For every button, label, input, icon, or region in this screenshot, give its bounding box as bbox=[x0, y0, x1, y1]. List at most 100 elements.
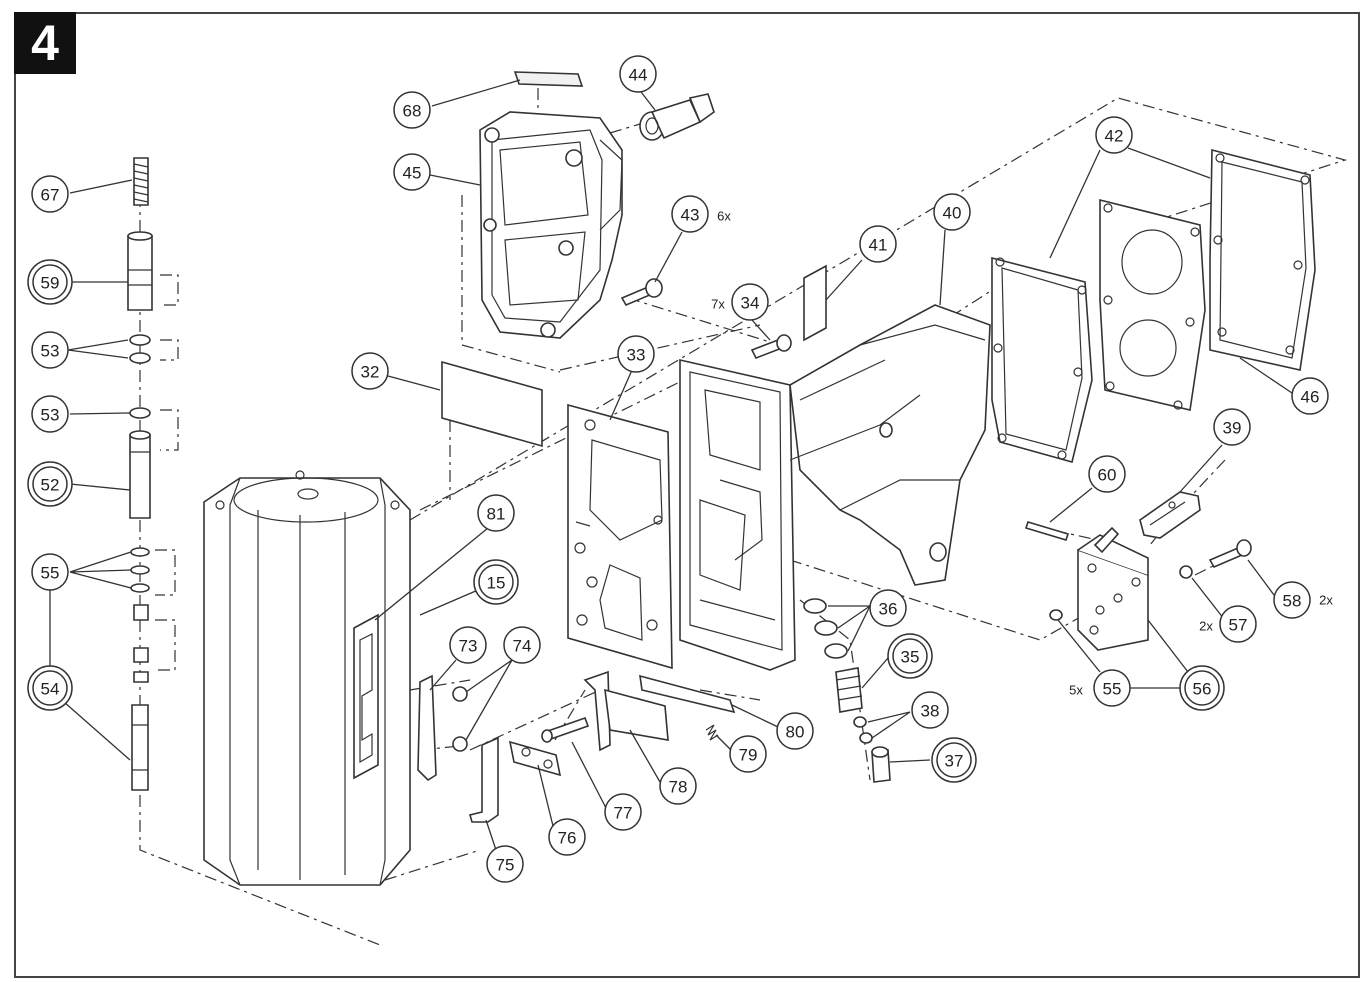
callout-circle bbox=[617, 335, 655, 373]
cylinder-15 bbox=[203, 470, 411, 886]
callout-number: 58 bbox=[1283, 592, 1302, 611]
callout-number: 33 bbox=[627, 346, 646, 365]
trigger-housing-56 bbox=[1077, 526, 1149, 651]
callout-inner-ring bbox=[32, 466, 68, 502]
callout-54: 54 bbox=[27, 665, 73, 711]
callout-number: 45 bbox=[403, 164, 422, 183]
slider-80 bbox=[639, 674, 736, 714]
callout-circle bbox=[869, 589, 907, 627]
callout-55b: 55 5x bbox=[1069, 669, 1131, 707]
slider-78 bbox=[583, 670, 669, 752]
callout-37: 37 bbox=[931, 737, 977, 783]
callout-circle bbox=[351, 352, 389, 390]
callout-number: 44 bbox=[629, 66, 648, 85]
callout-number: 68 bbox=[403, 102, 422, 121]
callout-58: 58 2x bbox=[1273, 581, 1333, 619]
callout-81: 81 bbox=[477, 494, 515, 532]
callout-number: 80 bbox=[786, 723, 805, 742]
callout-36: 36 bbox=[869, 589, 907, 627]
callout-circle bbox=[477, 494, 515, 532]
callout-56: 56 bbox=[1179, 665, 1225, 711]
plug-37 bbox=[871, 746, 891, 783]
callout-number: 79 bbox=[739, 746, 758, 765]
callout-quantity: 2x bbox=[1319, 593, 1333, 608]
callout-inner-ring bbox=[32, 670, 68, 706]
callout-inner-ring bbox=[936, 742, 972, 778]
callout-number: 39 bbox=[1223, 419, 1242, 438]
callout-60: 60 bbox=[1088, 455, 1126, 493]
callout-quantity: 5x bbox=[1069, 683, 1083, 698]
callout-circle bbox=[659, 767, 697, 805]
callout-44: 44 bbox=[619, 55, 657, 93]
callout-number: 57 bbox=[1229, 616, 1248, 635]
screw-34 bbox=[750, 334, 792, 360]
gasket-plate-33 bbox=[567, 403, 673, 670]
callout-number: 43 bbox=[681, 206, 700, 225]
valve-stem-54 bbox=[131, 604, 149, 791]
callout-57: 57 2x bbox=[1199, 605, 1257, 643]
callout-76: 76 bbox=[548, 818, 586, 856]
callout-79: 79 bbox=[729, 735, 767, 773]
callout-outer-ring bbox=[27, 259, 73, 305]
callout-outer-ring bbox=[27, 665, 73, 711]
callout-circle bbox=[604, 793, 642, 831]
callout-quantity: 2x bbox=[1199, 619, 1213, 634]
callout-number: 77 bbox=[614, 804, 633, 823]
cover-housing-45 bbox=[479, 111, 623, 339]
callout-number: 55 bbox=[41, 564, 60, 583]
callout-42: 42 bbox=[1095, 116, 1133, 154]
callout-39: 39 bbox=[1213, 408, 1251, 446]
callout-number: 55 bbox=[1103, 680, 1122, 699]
gasket-42 bbox=[991, 256, 1093, 463]
diagram-frame bbox=[14, 12, 1360, 978]
nuts-74 bbox=[452, 686, 468, 752]
callout-circle bbox=[776, 712, 814, 750]
callout-35: 35 bbox=[887, 633, 933, 679]
fitting-44 bbox=[639, 93, 715, 141]
callout-33: 33 bbox=[617, 335, 655, 373]
callout-40: 40 bbox=[933, 193, 971, 231]
callout-circle bbox=[1213, 408, 1251, 446]
callout-number: 67 bbox=[41, 186, 60, 205]
callout-circle bbox=[1273, 581, 1311, 619]
callout-circle bbox=[731, 283, 769, 321]
callout-circle bbox=[1291, 377, 1329, 415]
callout-73: 73 bbox=[449, 626, 487, 664]
callout-inner-ring bbox=[1184, 670, 1220, 706]
o-rings-55-stack bbox=[130, 547, 150, 593]
callout-41: 41 bbox=[859, 225, 897, 263]
gasket-81 bbox=[353, 613, 379, 780]
callout-15: 15 bbox=[473, 559, 519, 605]
callout-circle bbox=[671, 195, 709, 233]
callout-80: 80 bbox=[776, 712, 814, 750]
callout-quantity: 6x bbox=[717, 209, 731, 224]
spring-clip-73 bbox=[417, 674, 437, 782]
callout-77: 77 bbox=[604, 793, 642, 831]
callout-circle bbox=[1093, 669, 1131, 707]
callout-number: 81 bbox=[487, 505, 506, 524]
callout-59: 59 bbox=[27, 259, 73, 305]
gasket-46 bbox=[1209, 148, 1316, 371]
callout-number: 41 bbox=[869, 236, 888, 255]
callout-75: 75 bbox=[486, 845, 524, 883]
callout-number: 59 bbox=[41, 274, 60, 293]
callout-quantity: 7x bbox=[711, 297, 725, 312]
callout-number: 37 bbox=[945, 752, 964, 771]
callout-inner-ring bbox=[32, 264, 68, 300]
screw-58 bbox=[1208, 539, 1252, 569]
callout-number: 74 bbox=[513, 637, 532, 656]
callout-55a: 55 bbox=[31, 553, 69, 591]
callout-circle bbox=[31, 331, 69, 369]
callout-38: 38 bbox=[911, 691, 949, 729]
callout-outer-ring bbox=[473, 559, 519, 605]
callout-circle bbox=[933, 193, 971, 231]
bracket-75 bbox=[469, 736, 499, 823]
callout-circle bbox=[1219, 605, 1257, 643]
callout-number: 53 bbox=[41, 406, 60, 425]
o-rings-36 bbox=[803, 598, 848, 659]
label-41 bbox=[803, 264, 827, 342]
o-rings-53-upper bbox=[129, 334, 151, 364]
callout-43: 43 6x bbox=[671, 195, 731, 233]
